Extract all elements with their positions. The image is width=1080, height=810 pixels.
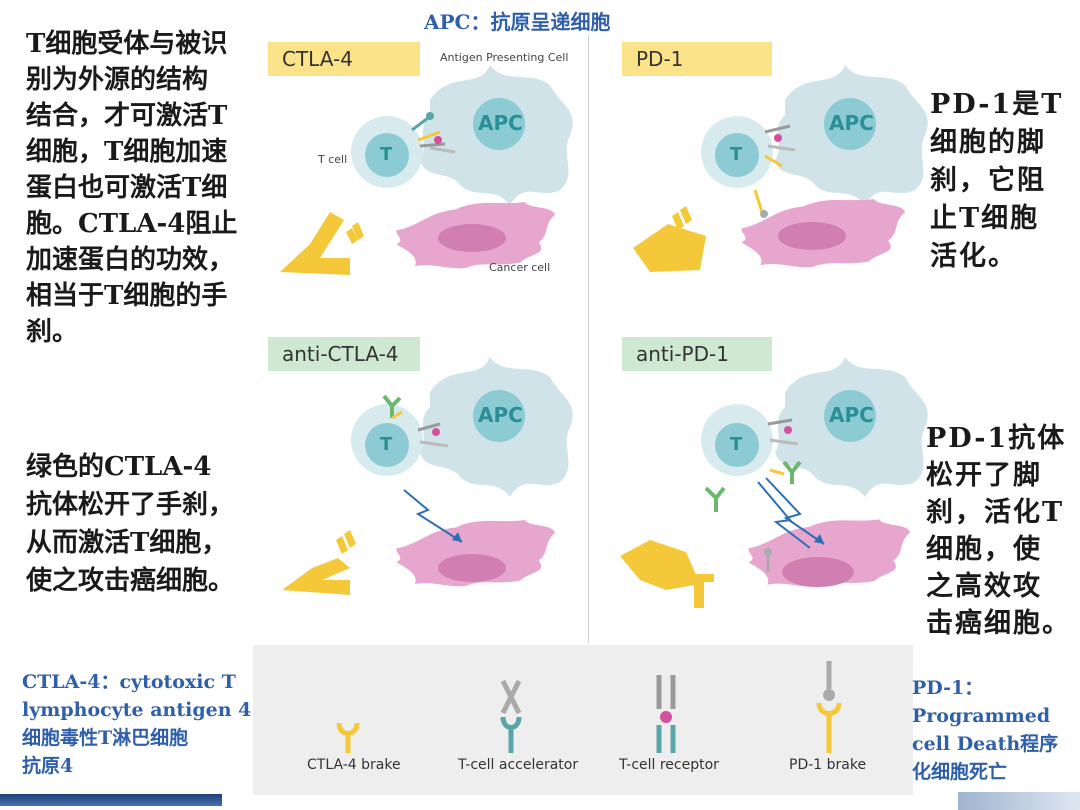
receptor-cluster xyxy=(417,422,449,448)
right-top-text: PD-1是T 细胞的脚 刹，它阻 止T细胞 活化。 xyxy=(930,89,1064,272)
handbrake-released-icon xyxy=(282,558,350,595)
legend-pd1-brake-label: PD-1 brake xyxy=(789,757,867,773)
footbrake-icon xyxy=(633,224,706,272)
antibody-icon xyxy=(704,460,802,512)
legend-t-cell-accelerator-label: T-cell accelerator xyxy=(458,757,579,773)
t-letter: T xyxy=(730,434,743,455)
legend: CTLA-4 brake T-cell accelerator T-cell r… xyxy=(253,645,913,795)
legend-icons xyxy=(336,661,842,753)
panel-anti-ctla4 xyxy=(282,357,573,595)
apc-nucleus xyxy=(824,98,876,150)
apc-nucleus xyxy=(473,98,525,150)
t-nucleus xyxy=(365,423,409,467)
attack-arrow-icon xyxy=(403,489,463,543)
antibody-icon xyxy=(382,394,403,420)
footbrake-released-icon xyxy=(620,540,700,590)
apc-nucleus xyxy=(473,390,525,442)
attack-arrow-icon xyxy=(757,481,811,549)
apc-letter: APC xyxy=(478,403,523,427)
panel-label-anti-ctla4: anti-CTLA-4 xyxy=(268,337,420,371)
t-letter: T xyxy=(730,144,743,165)
cancer-nucleus xyxy=(778,222,846,250)
panel-label-pd1: PD-1 xyxy=(622,42,772,76)
brake-mark-icon xyxy=(672,206,692,230)
right-mid-text: PD-1抗体 松开了脚 刹，活化T 细胞，使 之高效攻 击癌细胞。 xyxy=(926,423,1071,639)
panel-label-anti-pd1: anti-PD-1 xyxy=(622,337,772,371)
ctla4-definition: CTLA-4：cytotoxic T lymphocyte antigen 4 … xyxy=(22,671,252,777)
brake-mark-icon xyxy=(346,222,364,244)
t-pedal-icon xyxy=(680,574,714,608)
receptor-cluster xyxy=(767,418,799,446)
t-cell-label: T cell xyxy=(318,153,348,166)
panel-divider xyxy=(588,35,589,643)
antigen-presenting-cell-label: Antigen Presenting Cell xyxy=(440,51,569,64)
t-letter: T xyxy=(380,434,393,455)
pd1-brake-icon xyxy=(816,661,842,753)
footer-bar-left xyxy=(0,794,222,806)
receptor-cluster xyxy=(411,112,456,154)
legend-ctla4-brake-label: CTLA-4 brake xyxy=(307,757,401,773)
panel-ctla4 xyxy=(280,65,573,275)
t-nucleus xyxy=(715,133,759,177)
cancer-nucleus xyxy=(782,557,854,587)
legend-t-cell-receptor-label: T-cell receptor xyxy=(619,757,719,773)
t-letter: T xyxy=(380,144,393,165)
apc-letter: APC xyxy=(478,111,523,135)
panel-anti-pd1 xyxy=(620,357,928,608)
receptor-cluster xyxy=(753,124,796,218)
pd1-definition: PD-1： Programmed cell Death程序 化细胞死亡 xyxy=(912,677,1059,783)
handbrake-icon xyxy=(280,212,350,275)
apc-letter: APC xyxy=(829,403,874,427)
panel-label-ctla4: CTLA-4 xyxy=(268,42,420,76)
cancer-nucleus xyxy=(438,224,506,252)
footer-bar-right xyxy=(958,792,1080,810)
diagram-title: APC：抗原呈递细胞 xyxy=(424,10,611,34)
left-mid-text: 绿色的CTLA-4 抗体松开了手刹， 从而激活T细胞， 使之攻击癌细胞。 xyxy=(26,452,235,596)
cancer-nucleus xyxy=(438,554,506,582)
t-nucleus xyxy=(715,423,759,467)
cancer-cell-label: Cancer cell xyxy=(489,261,551,274)
brake-mark-icon xyxy=(336,530,356,554)
panel-pd1 xyxy=(633,65,928,272)
left-top-text: T细胞受体与被识 别为外源的结构 结合，才可激活T 细胞，T细胞加速 蛋白也可激… xyxy=(26,29,238,347)
apc-nucleus xyxy=(824,390,876,442)
t-cell-receptor-icon xyxy=(656,675,676,753)
t-cell-accelerator-icon xyxy=(500,679,522,753)
apc-letter: APC xyxy=(829,111,874,135)
t-nucleus xyxy=(365,133,409,177)
ctla4-brake-icon xyxy=(336,722,360,753)
